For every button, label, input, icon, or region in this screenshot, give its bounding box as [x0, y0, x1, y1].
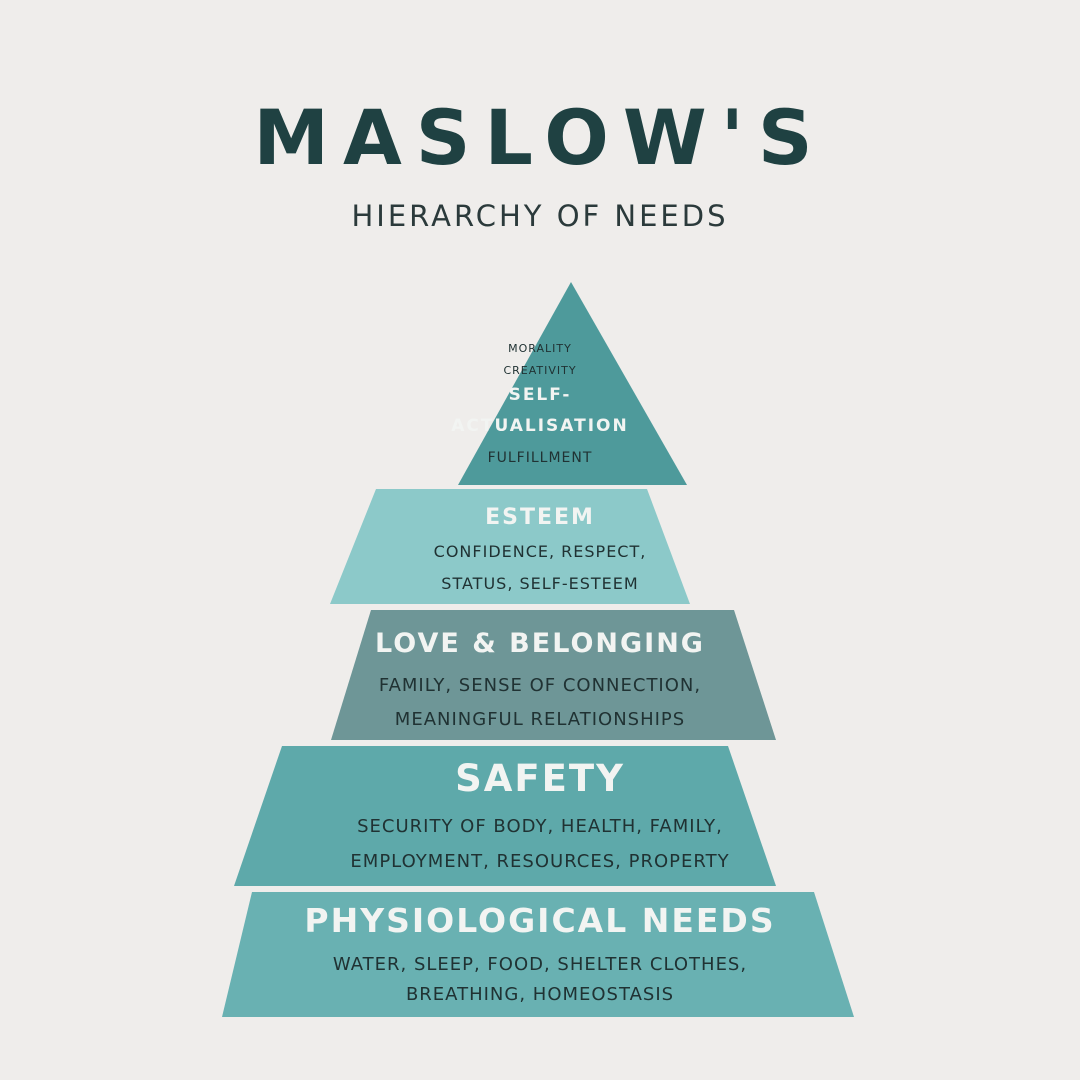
tier-physiological-shape [222, 892, 854, 1017]
physiological-heading: PHYSIOLOGICAL NEEDS [304, 901, 776, 940]
safety-heading: SAFETY [455, 757, 625, 800]
self-actualisation-creativity: CREATIVITY [503, 364, 577, 377]
diagram-subtitle: HIERARCHY OF NEEDS [351, 199, 729, 233]
esteem-heading: ESTEEM [485, 505, 595, 530]
tier-love-belonging [331, 610, 776, 740]
triangle-shape [458, 282, 687, 485]
love-belonging-heading: LOVE & BELONGING [375, 628, 705, 659]
tier-safety [234, 746, 776, 886]
esteem-detail-line-2: STATUS, SELF-ESTEEM [441, 574, 639, 593]
love-belonging-detail-line-2: MEANINGFUL RELATIONSHIPS [394, 709, 686, 730]
trapezoid-shape [234, 746, 776, 886]
safety-detail-line-2: EMPLOYMENT, RESOURCES, PROPERTY [350, 851, 730, 872]
tier-self-actualisation-shape [458, 282, 687, 485]
diagram-title: MASLOW'S [253, 93, 827, 182]
tier-esteem-shape [330, 489, 690, 604]
self-actualisation-heading-line-2: ACTUALISATION [451, 416, 629, 436]
safety-detail-line-1: SECURITY OF BODY, HEALTH, FAMILY, [357, 816, 723, 837]
self-actualisation-fulfillment: FULFILLMENT [487, 450, 593, 466]
tier-physiological-needs [222, 892, 854, 1017]
love-belonging-detail-line-1: FAMILY, SENSE OF CONNECTION, [378, 675, 702, 696]
tier-self-actualisation [458, 282, 688, 485]
esteem-detail-line-1: CONFIDENCE, RESPECT, [433, 542, 647, 561]
trapezoid-shape [331, 610, 776, 740]
tier-love-belonging-shape [331, 610, 776, 740]
trapezoid-shape [222, 892, 854, 1017]
physiological-detail-line-1: WATER, SLEEP, FOOD, SHELTER CLOTHES, [332, 954, 748, 975]
physiological-detail-line-2: BREATHING, HOMEOSTASIS [405, 984, 675, 1005]
self-actualisation-heading-line-1: SELF- [508, 385, 572, 405]
self-actualisation-morality: MORALITY [508, 342, 572, 355]
tier-safety-shape [234, 746, 776, 886]
trapezoid-shape [330, 489, 690, 604]
tier-esteem [330, 489, 690, 604]
